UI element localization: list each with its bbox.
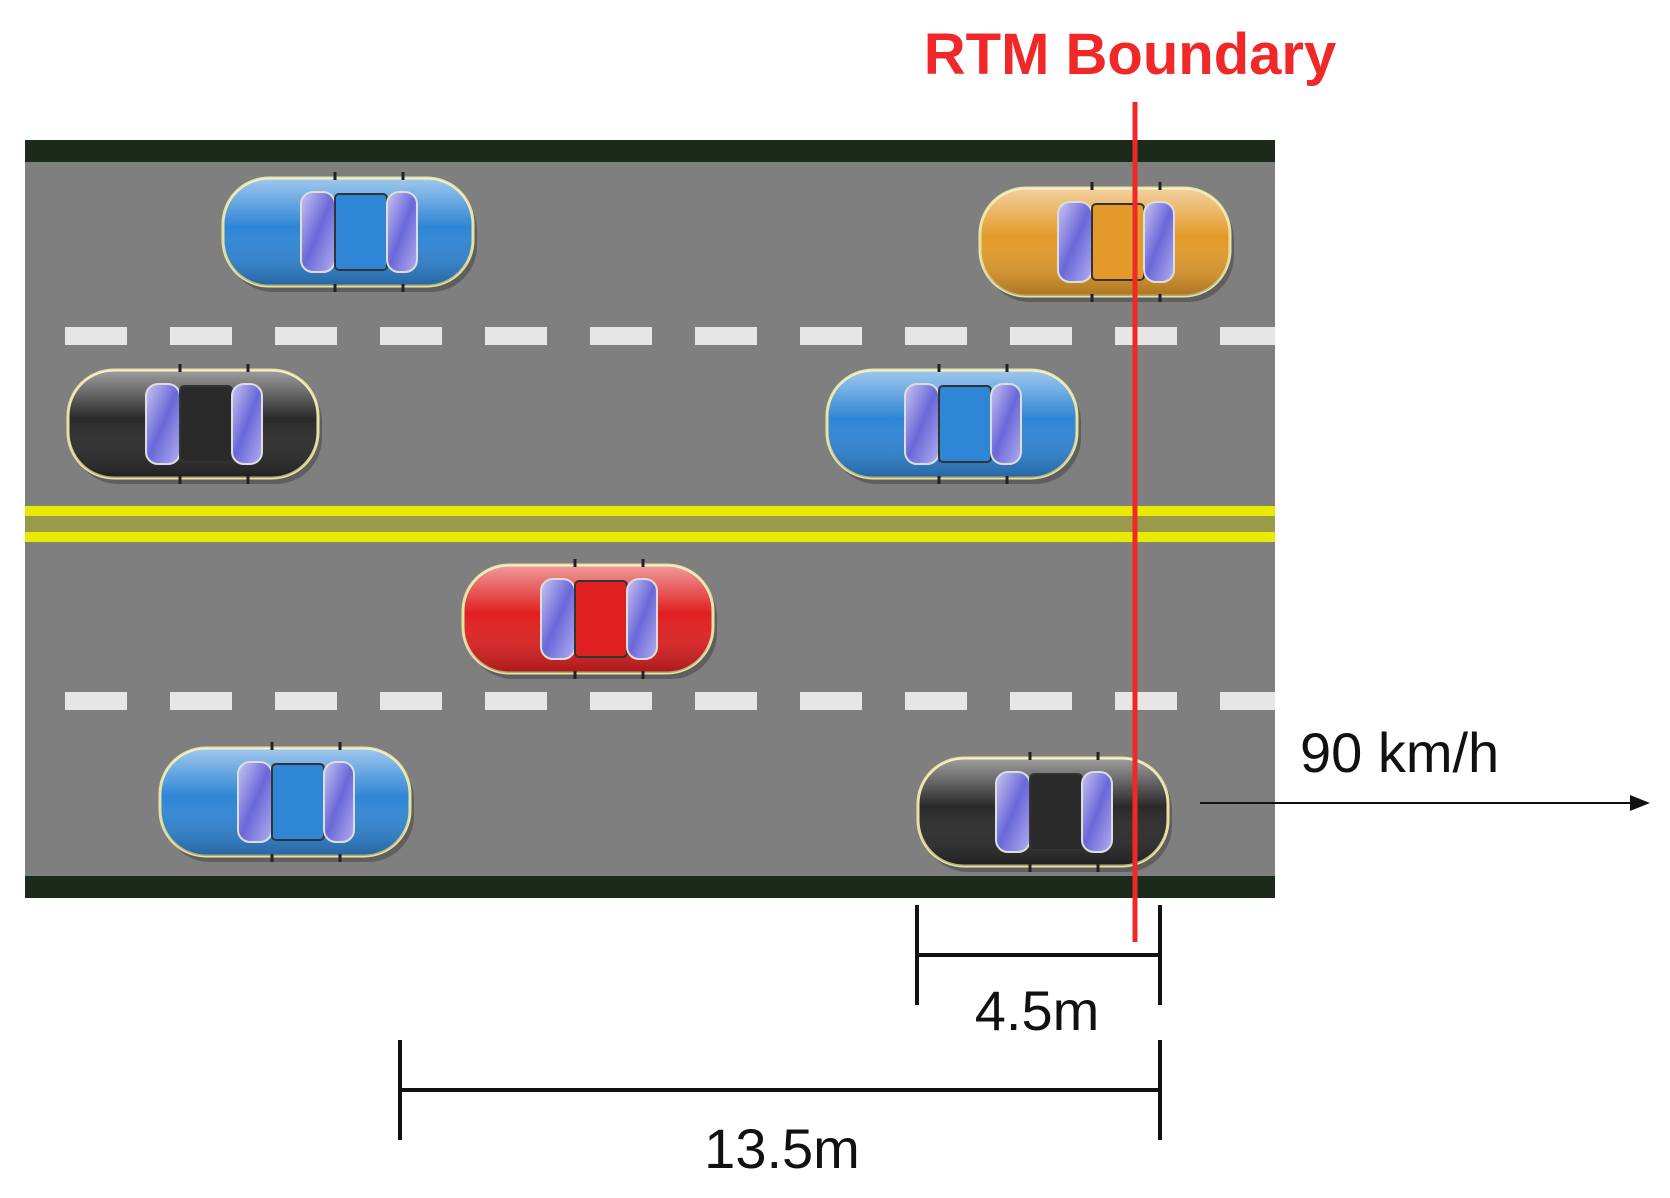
dimension-4-5m: 4.5m	[915, 905, 1162, 1042]
lane-dash	[380, 327, 442, 345]
lane-dash	[65, 692, 127, 710]
road-edge-bottom	[25, 876, 1275, 898]
lane-dash	[1115, 692, 1177, 710]
car-blue	[825, 364, 1081, 484]
lane-dash	[1010, 692, 1072, 710]
lane-dash	[170, 692, 232, 710]
lane-marking-top	[65, 327, 1275, 345]
car-black	[66, 364, 322, 484]
lane-dash	[800, 327, 862, 345]
lane-dash	[170, 327, 232, 345]
lane-dash	[590, 327, 652, 345]
lane-dash	[485, 692, 547, 710]
lane-dash	[485, 327, 547, 345]
rtm-boundary-label: RTM Boundary	[924, 22, 1336, 87]
dimension-short-label: 4.5m	[975, 979, 1100, 1042]
lane-dash	[695, 692, 757, 710]
lane-dash	[275, 692, 337, 710]
lane-dash	[1115, 327, 1177, 345]
lane-dash	[905, 692, 967, 710]
lane-dash	[380, 692, 442, 710]
car-blue	[221, 172, 477, 292]
speed-label: 90 km/h	[1300, 721, 1499, 784]
lane-dash	[1220, 692, 1275, 710]
dimension-long-label: 13.5m	[704, 1117, 860, 1180]
lane-dash	[800, 692, 862, 710]
lane-dash	[275, 327, 337, 345]
lane-dash	[1010, 327, 1072, 345]
car-red	[461, 559, 717, 679]
dimension-13-5m: 13.5m	[398, 1040, 1162, 1180]
lane-marking-bottom	[65, 692, 1275, 710]
lane-dash	[905, 327, 967, 345]
center-double-yellow-line	[25, 506, 1275, 542]
car-black	[916, 752, 1172, 872]
car-blue	[158, 742, 414, 862]
car-orange	[978, 182, 1234, 302]
lane-dash	[590, 692, 652, 710]
road-edge-top	[25, 140, 1275, 162]
lane-dash	[695, 327, 757, 345]
lane-dash	[1220, 327, 1275, 345]
lane-dash	[65, 327, 127, 345]
vehicles	[66, 172, 1234, 872]
